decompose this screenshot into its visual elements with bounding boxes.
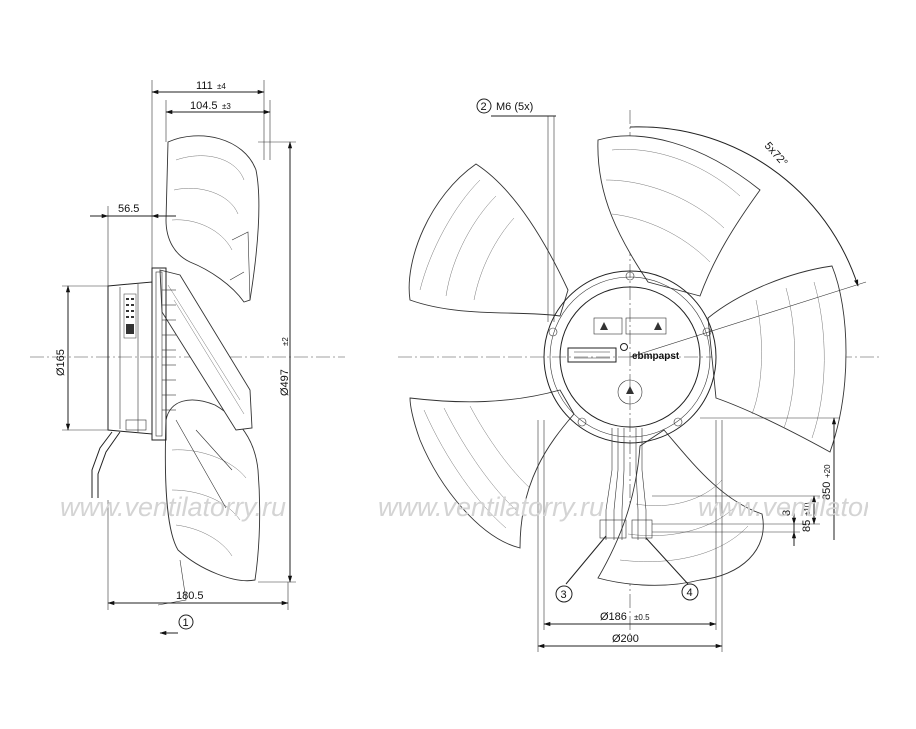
hub-connector [567,347,617,363]
front-view: ebmpapst 2 M6 (5x) 5x72° 850 +20 [398,98,880,652]
bolt-size: M6 (5x) [496,101,533,113]
callout-4: 4 [687,587,693,599]
side-blade-upper-ribs [171,155,245,251]
hub-plate [559,286,701,428]
side-blade-lower-ribs [171,449,247,557]
callout-1: 1 [183,617,189,629]
ground-icon [626,386,634,394]
dim-165: Ø165 [55,349,67,376]
hub-connector-pins [574,351,610,359]
dim-111-tol: ±4 [217,82,226,91]
side-blade-upper [165,135,260,303]
callout-4-leader [645,537,689,585]
watermarks: www.ventilatorry.ru www.ventilatorry.ru … [60,492,916,522]
dim-56: 56.5 [118,203,139,215]
front-cables [599,428,653,540]
side-motor-body [107,281,153,435]
hub-screw [620,343,628,351]
hub-bolts [548,271,712,427]
blade-top [597,135,761,297]
side-view: 111 ±4 104.5 ±3 56.5 Ø165 Ø497 ±2 180.5 [30,80,345,636]
dim-104-tol: ±3 [222,102,231,111]
callout-3-leader [565,535,607,585]
dim-850-tol: +20 [823,464,832,478]
callout-4-circle [681,583,699,601]
dim-8: 8 [781,510,793,516]
angle-arc [629,126,859,287]
dim-111: 111 [196,80,213,92]
blade-left [408,163,569,317]
side-terminal-box [125,419,147,431]
watermark-2: www.ventilatorry.ru [378,492,604,522]
side-blade-middle-ribs [167,284,245,415]
dim-186: Ø186 [600,611,627,623]
watermark-3: www.ventilatorry.ru [698,492,916,522]
hub-type-label [625,317,667,335]
callout-3-circle [555,585,573,603]
hub-warning-label [593,317,623,335]
dim-186-tol: ±0.5 [634,613,650,622]
hub-outer [543,270,717,444]
dim-850: 850 [821,482,833,500]
dim-497-tol: ±2 [281,337,290,346]
dim-104: 104.5 [190,100,218,112]
blade-right [707,265,847,453]
callout-1-circle [178,614,194,630]
front-blades [408,135,847,586]
dim-85: 85 [801,520,813,532]
warning-icon [600,322,608,330]
side-rotor-flange-inner [155,271,163,437]
side-cable-2 [97,431,121,498]
dim-180: 180.5 [176,590,204,602]
callout-2-circle [476,98,492,114]
dim-200: Ø200 [612,633,639,645]
warning-icon-2 [654,322,662,330]
hub-ring [549,276,711,438]
brand-logo: ebmpapst [632,351,680,362]
side-blade-lower [164,399,261,582]
dim-497: Ø497 [279,369,291,396]
dim-85-tol: ±10 [803,502,812,516]
side-cable [91,431,113,498]
watermark-1: www.ventilatorry.ru [60,492,286,522]
side-label-plate-text [126,298,134,334]
hub-rating-label [617,379,643,405]
side-rotor-fins [162,289,176,411]
callout-2: 2 [481,101,487,113]
callout-3: 3 [561,589,567,601]
blade-bottom-left [409,389,575,549]
side-blade-upper-edge [229,231,251,301]
